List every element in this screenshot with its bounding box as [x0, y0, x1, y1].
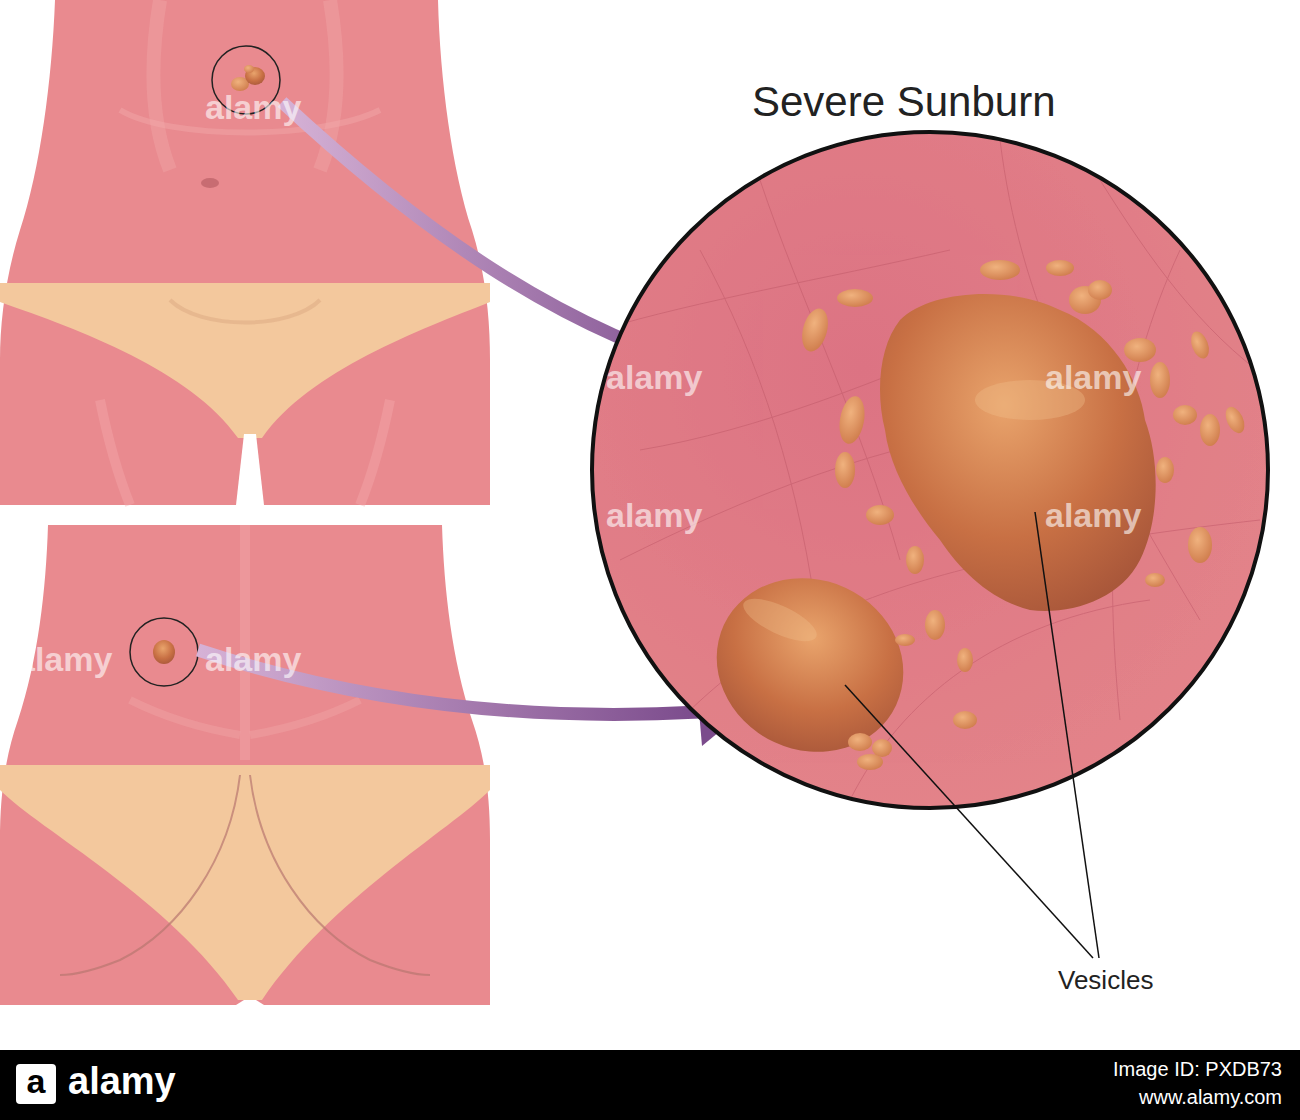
image-id: Image ID: PXDB73: [1113, 1058, 1282, 1081]
logo-letter: a: [27, 1062, 46, 1101]
watermark: alamy: [1045, 358, 1141, 397]
front-figure: [0, 0, 490, 505]
watermark-url: www.alamy.com: [1139, 1086, 1282, 1109]
watermark: alamy: [205, 88, 301, 127]
small-vesicles: [798, 260, 1248, 770]
watermark: alamy: [16, 640, 112, 679]
watermark: alamy: [606, 496, 702, 535]
back-figure: [0, 525, 490, 1005]
watermark: alamy: [632, 760, 728, 799]
watermark: alamy: [205, 640, 301, 679]
watermark-brand: alamy: [68, 1060, 176, 1104]
leader-lines: [845, 512, 1099, 958]
magnified-skin: [592, 132, 1270, 808]
watermark: alamy: [606, 358, 702, 397]
watermark: alamy: [1045, 496, 1141, 535]
part-label: Vesicles: [1058, 966, 1153, 996]
watermark-bar: [0, 1050, 1300, 1120]
diagram-title: Severe Sunburn: [752, 78, 1056, 126]
